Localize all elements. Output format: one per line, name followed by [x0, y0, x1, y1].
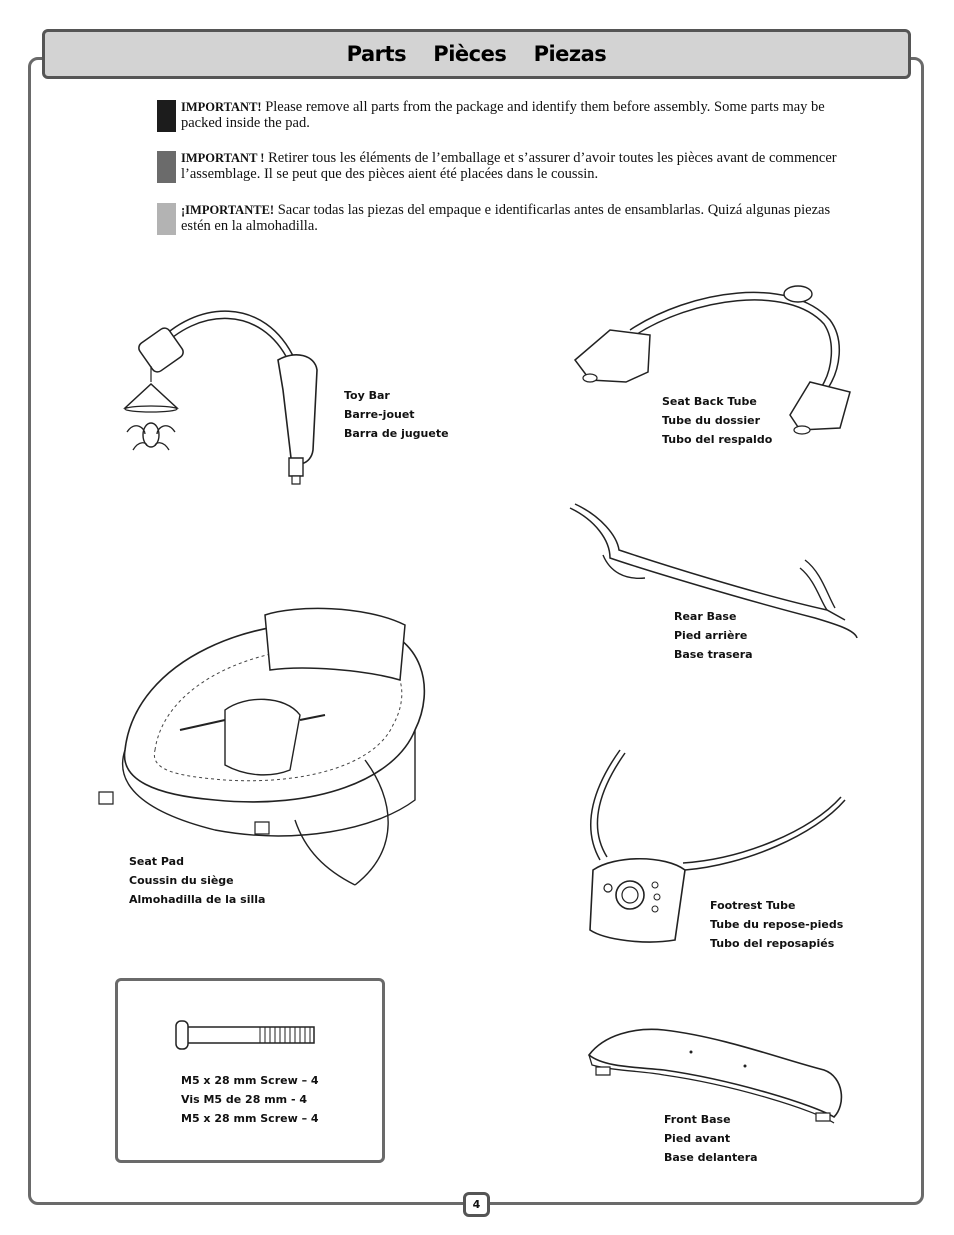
notice-shade-light	[157, 203, 176, 235]
notice-shade-medium	[157, 151, 176, 183]
notice-text: ¡IMPORTANTE! Sacar todas las piezas del …	[181, 202, 831, 234]
seat-back-tube-label: Seat Back Tube Tube du dossier Tubo del …	[662, 395, 773, 446]
rear-base-label: Rear Base Pied arrière Base trasera	[674, 610, 753, 661]
toy-bar-illustration	[115, 300, 330, 495]
front-base-label: Front Base Pied avant Base delantera	[664, 1113, 758, 1164]
seat-pad-illustration	[95, 600, 435, 900]
notice-english: IMPORTANT! Please remove all parts from …	[157, 99, 857, 132]
screw-box	[115, 978, 385, 1163]
page-number: 4	[463, 1192, 490, 1217]
page-title: Parts Pièces Piezas	[346, 42, 607, 66]
footrest-tube-illustration	[575, 745, 850, 945]
screw-illustration	[176, 1018, 316, 1052]
title-bar: Parts Pièces Piezas	[42, 29, 911, 79]
seat-pad-label: Seat Pad Coussin du siège Almohadilla de…	[129, 855, 266, 906]
notice-lead: ¡IMPORTANTE!	[181, 203, 275, 217]
notice-lead: IMPORTANT !	[181, 151, 265, 165]
notice-shade-dark	[157, 100, 176, 132]
seat-back-tube-illustration	[570, 280, 860, 440]
notice-french: IMPORTANT ! Retirer tous les éléments de…	[157, 150, 857, 183]
notice-lead: IMPORTANT!	[181, 100, 262, 114]
toy-bar-label: Toy Bar Barre-jouet Barra de juguete	[344, 389, 449, 440]
notice-spanish: ¡IMPORTANTE! Sacar todas las piezas del …	[157, 202, 857, 235]
rear-base-illustration	[565, 500, 865, 645]
footrest-tube-label: Footrest Tube Tube du repose-pieds Tubo …	[710, 899, 844, 950]
front-base-illustration	[584, 1025, 846, 1125]
notice-text: IMPORTANT ! Retirer tous les éléments de…	[181, 150, 837, 182]
notice-text: IMPORTANT! Please remove all parts from …	[181, 99, 825, 131]
screw-label: M5 x 28 mm Screw – 4 Vis M5 de 28 mm - 4…	[181, 1074, 319, 1125]
